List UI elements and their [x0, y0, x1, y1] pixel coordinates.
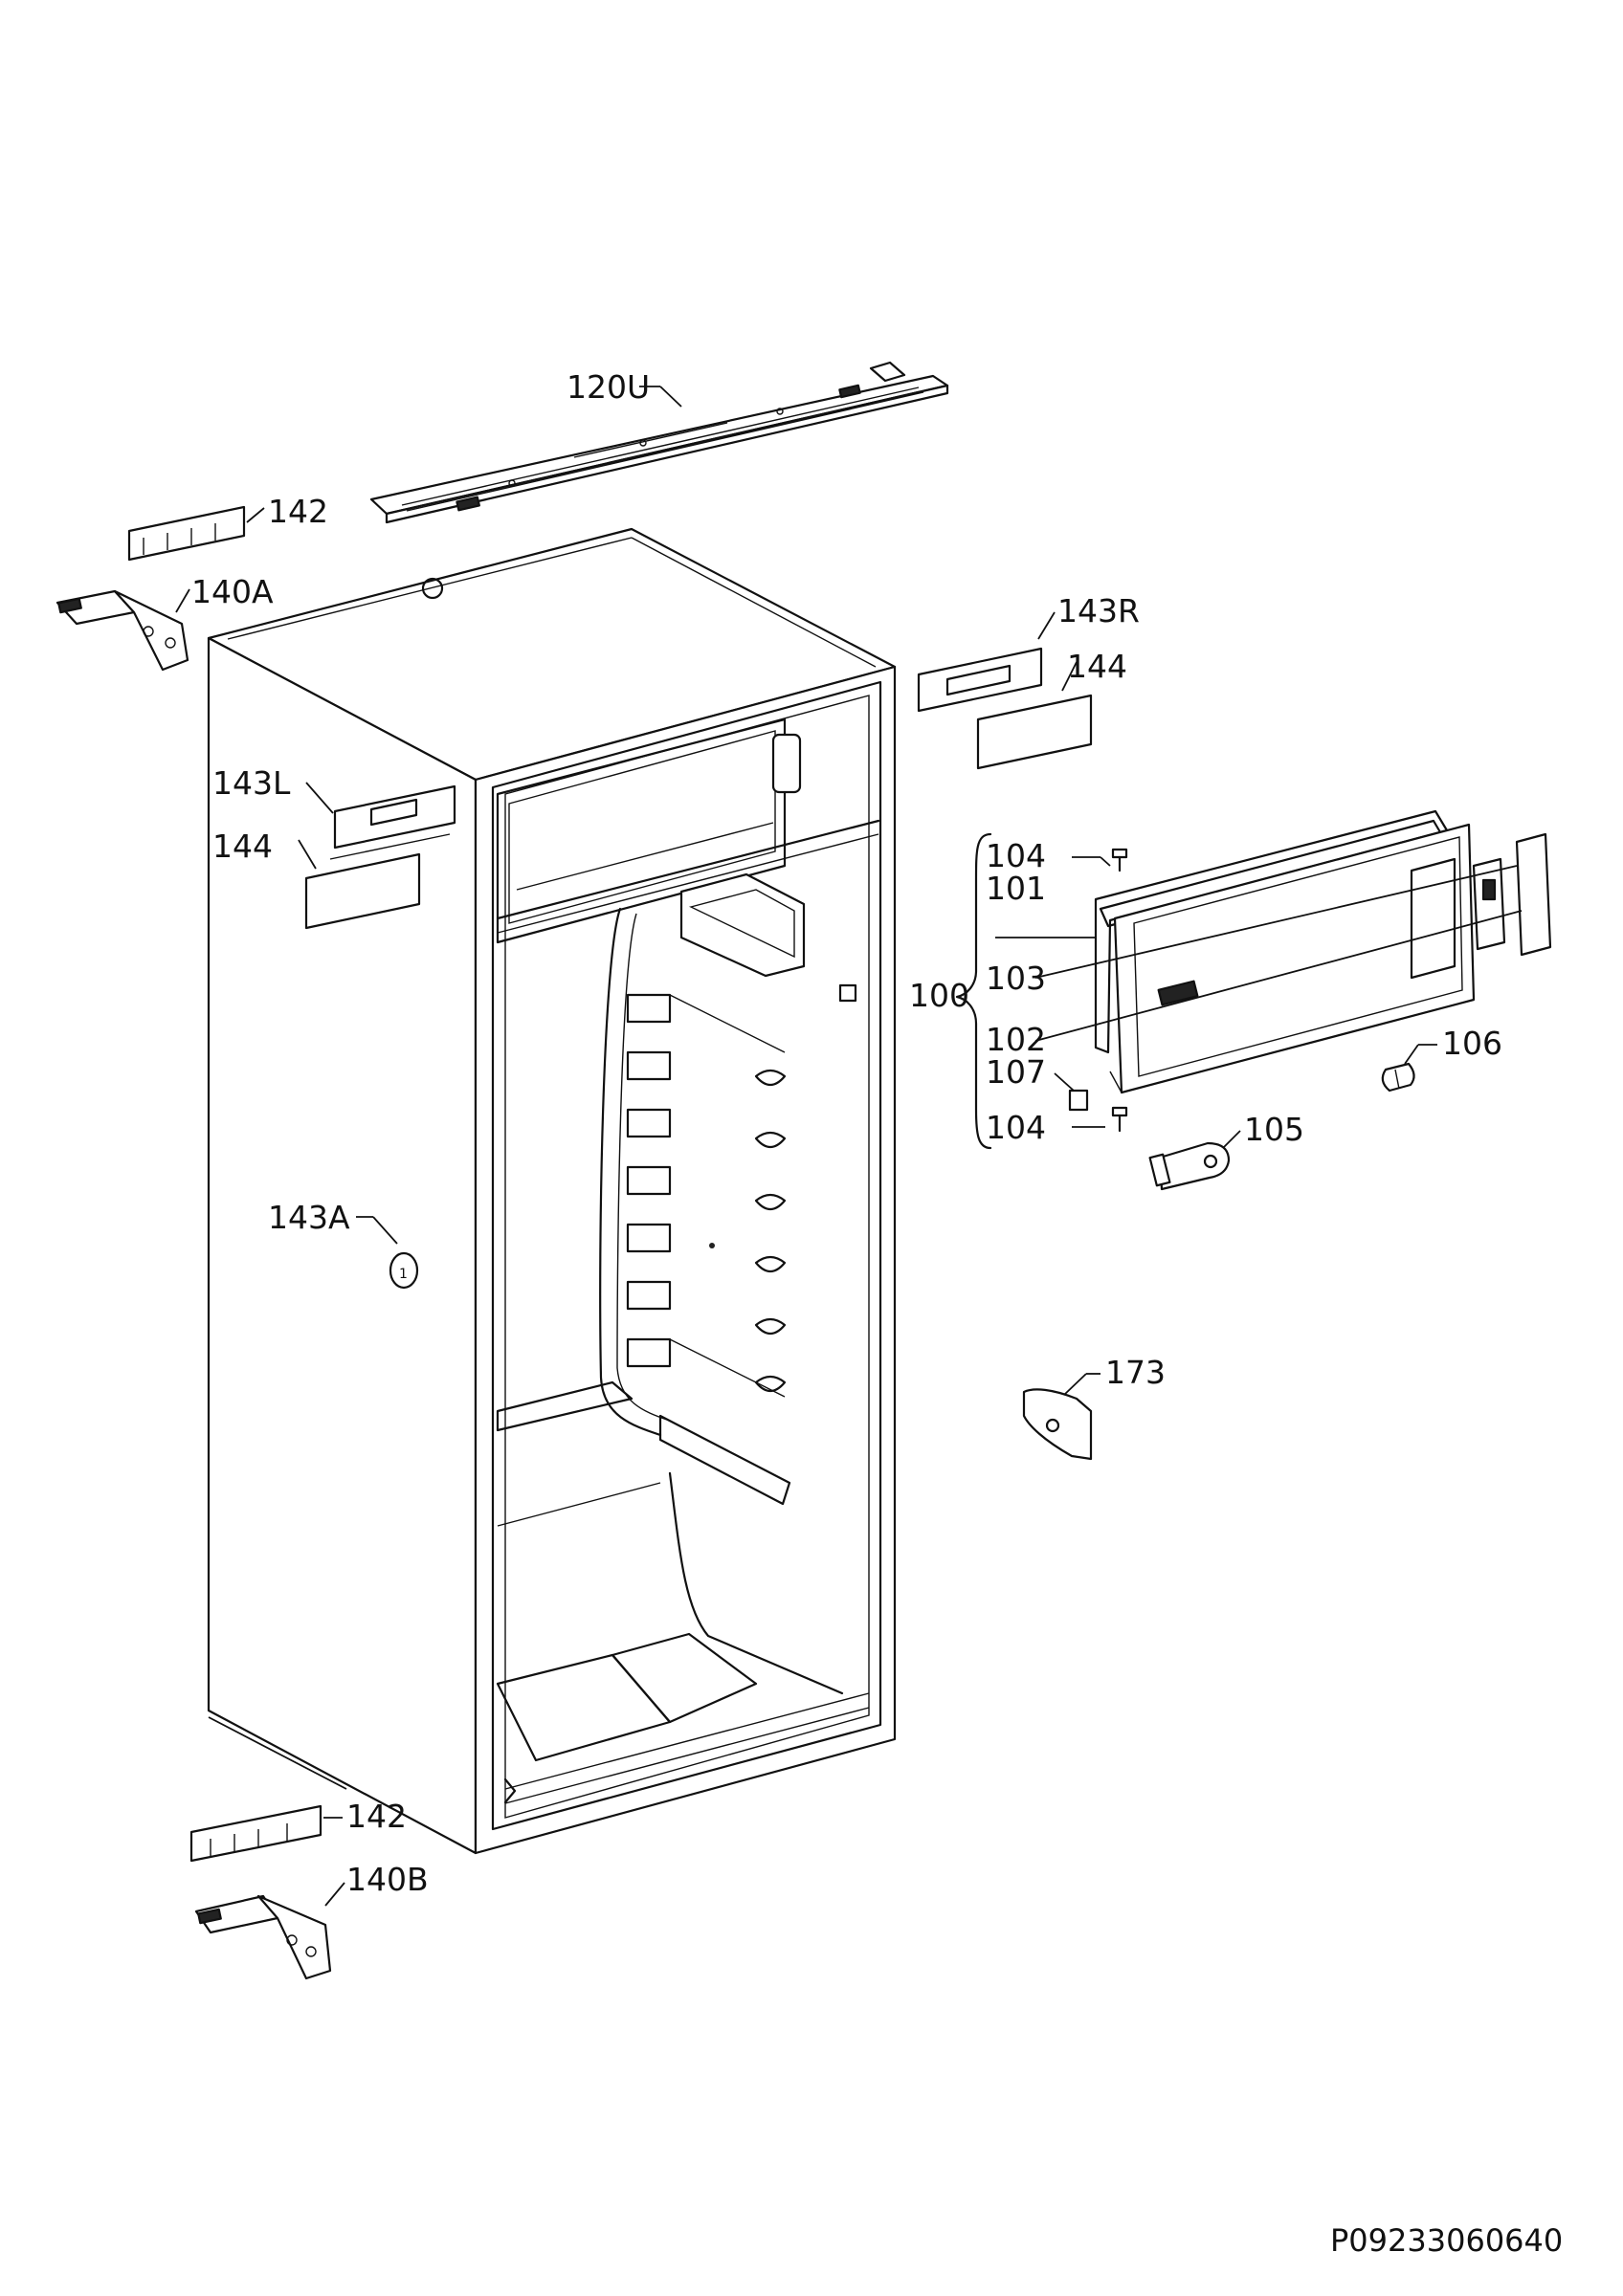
- label-173: 173: [1105, 1354, 1166, 1391]
- door-assembly-100: [1094, 809, 1552, 1094]
- handle-173: [1022, 1388, 1093, 1461]
- leader-143l: [305, 782, 334, 814]
- hinge-pin-105: [1148, 1141, 1231, 1191]
- back-wall-notches: [754, 1069, 787, 1393]
- label-106: 106: [1442, 1025, 1502, 1062]
- label-103: 103: [986, 960, 1046, 997]
- label-142-top: 142: [268, 493, 328, 530]
- document-id: P09233060640: [1330, 2222, 1563, 2259]
- leader-120u-tail: [659, 386, 682, 408]
- label-144-right: 144: [1067, 648, 1127, 685]
- cap-143a: 1: [389, 1251, 419, 1290]
- label-140a: 140A: [191, 573, 274, 610]
- label-143a: 143A: [268, 1199, 350, 1236]
- screw-104-top: [1111, 848, 1128, 872]
- label-107: 107: [986, 1053, 1046, 1091]
- shelf-supports: [626, 993, 672, 1368]
- hinge-140b: [194, 1894, 332, 1980]
- leader-106-tail: [1404, 1044, 1419, 1065]
- leader-144-left: [298, 839, 317, 870]
- leader-140a: [175, 588, 190, 613]
- label-143l: 143L: [212, 764, 291, 802]
- clip-107: [1068, 1089, 1089, 1112]
- label-104-top: 104: [986, 837, 1046, 874]
- leader-103-line: [1034, 865, 1518, 979]
- spacer-plate-142-bottom: [189, 1804, 322, 1863]
- spacer-plate-142-top: [127, 505, 246, 562]
- cabinet-body: [207, 527, 897, 1855]
- leader-102-line: [1034, 910, 1523, 1042]
- screw-104-bottom: [1111, 1106, 1128, 1133]
- label-143r: 143R: [1057, 592, 1140, 629]
- label-101: 101: [986, 870, 1046, 907]
- leader-107: [1054, 1072, 1075, 1092]
- leader-144-right: [1061, 661, 1078, 692]
- leader-104-top-tail: [1100, 856, 1111, 867]
- leader-173: [1063, 1373, 1087, 1396]
- leader-142-top: [246, 507, 265, 523]
- leader-143a-tail: [372, 1216, 398, 1245]
- label-104-bottom: 104: [986, 1109, 1046, 1146]
- label-105: 105: [1244, 1111, 1304, 1148]
- label-plate-144-left: [304, 852, 421, 930]
- svg-text:1: 1: [399, 1267, 408, 1282]
- label-142-bottom: 142: [346, 1798, 407, 1835]
- label-102: 102: [986, 1021, 1046, 1058]
- bracket-100: [955, 832, 992, 1150]
- label-120u: 120U: [567, 368, 650, 406]
- leader-cabinet-base: [208, 1716, 347, 1790]
- leader-105: [1222, 1130, 1241, 1149]
- plug-106: [1381, 1062, 1415, 1093]
- leader-140b: [324, 1882, 345, 1907]
- hinge-140a: [56, 589, 189, 672]
- label-100: 100: [909, 977, 969, 1014]
- trim-cover-143l: [329, 784, 456, 860]
- label-140b: 140B: [346, 1861, 429, 1898]
- top-rail-120u: [369, 361, 949, 524]
- trim-cover-143r: [917, 647, 1043, 713]
- leader-143r: [1037, 611, 1056, 640]
- label-plate-144-right: [976, 694, 1093, 770]
- label-144-left: 144: [212, 828, 273, 865]
